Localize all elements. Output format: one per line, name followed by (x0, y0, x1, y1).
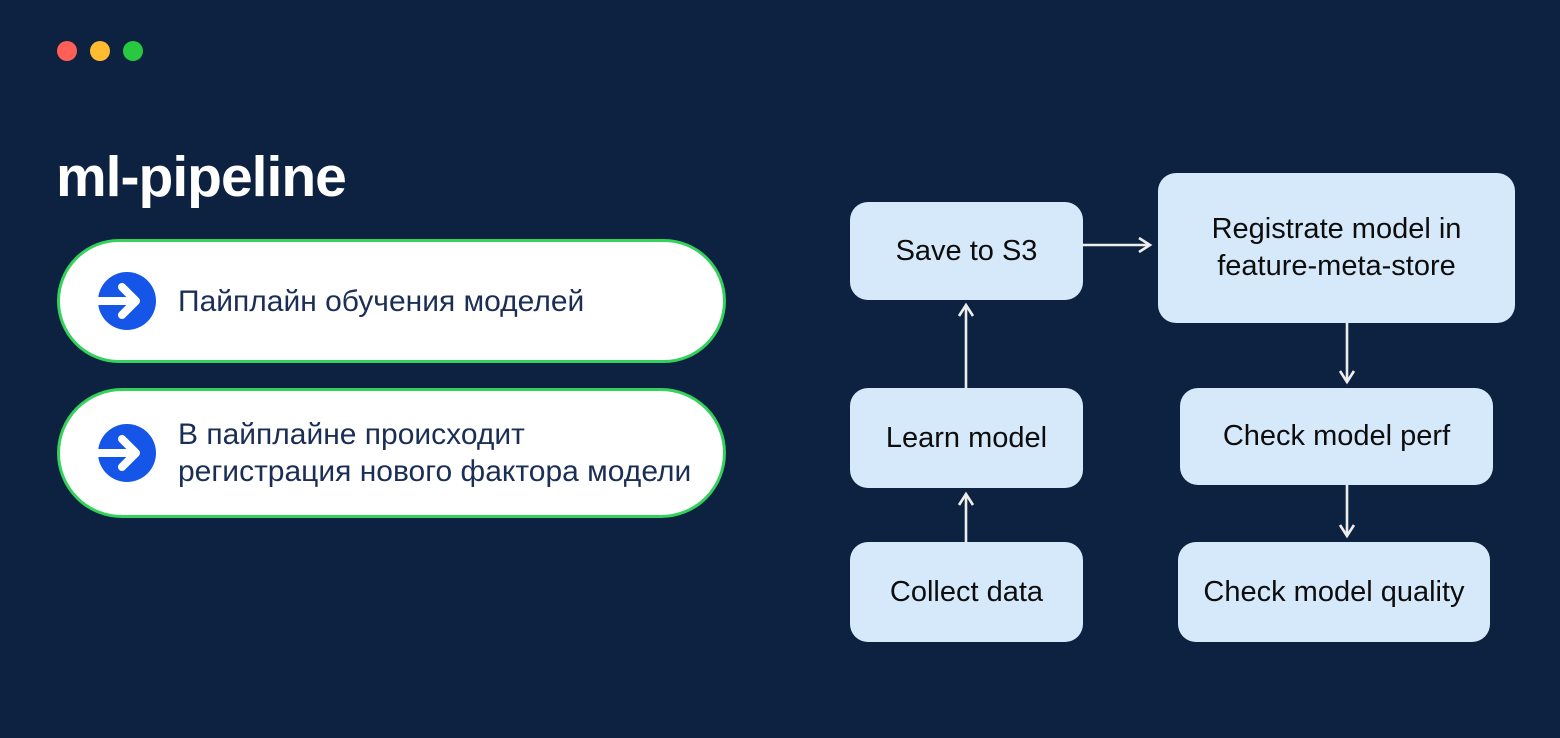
bullet-card-2: В пайплайне происходит регистрация новог… (57, 388, 726, 518)
bullet-card-1: Пайплайн обучения моделей (57, 239, 726, 363)
bullet-2-line-2: регистрация нового фактора модели (178, 455, 692, 488)
minimize-window-icon[interactable] (90, 41, 110, 61)
window-controls (57, 41, 143, 61)
bullet-text-2: В пайплайне происходит регистрация новог… (178, 416, 691, 490)
page-title: ml-pipeline (56, 145, 347, 209)
flow-node-learn-model: Learn model (850, 388, 1083, 488)
flow-node-check-model-quality: Check model quality (1178, 542, 1490, 642)
flow-node-save-to-s3: Save to S3 (850, 202, 1083, 300)
arrow-right-circle-icon (88, 272, 156, 330)
bullet-1-line-1: Пайплайн обучения моделей (178, 284, 585, 318)
zoom-window-icon[interactable] (123, 41, 143, 61)
bullet-text-1: Пайплайн обучения моделей (178, 283, 584, 320)
arrow-right-circle-icon (88, 424, 156, 482)
flow-node-collect-data: Collect data (850, 542, 1083, 642)
bullet-2-line-1: В пайплайне происходит (178, 418, 525, 451)
flow-node-registrate-model: Registrate model in feature-meta-store (1158, 173, 1515, 323)
flow-node-check-model-perf: Check model perf (1180, 388, 1493, 485)
close-window-icon[interactable] (57, 41, 77, 61)
